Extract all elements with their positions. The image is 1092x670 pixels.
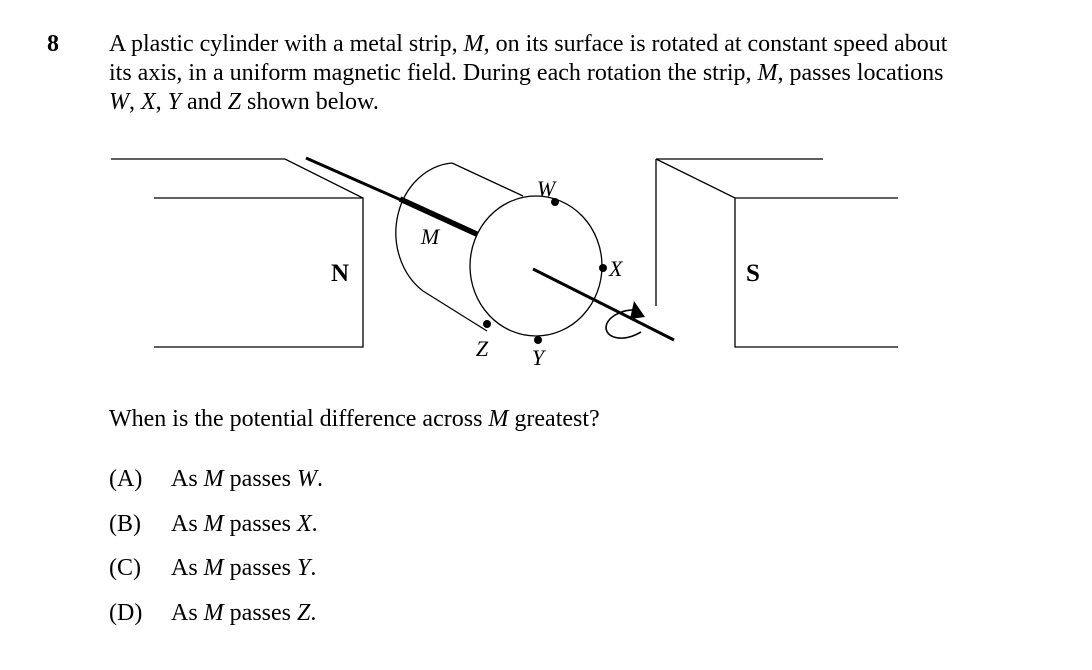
stem-line-1: A plastic cylinder with a metal strip, M…	[109, 31, 948, 57]
option-letter: (C)	[109, 555, 141, 581]
metal-strip-m	[398, 196, 483, 239]
rotation-arrow-head	[630, 301, 645, 319]
rotation-arrow	[605, 309, 642, 339]
location-z-dot	[483, 320, 491, 328]
north-pole-label: N	[331, 260, 349, 287]
option-letter: (A)	[109, 466, 143, 492]
location-w-dot	[551, 198, 559, 206]
north-magnet	[111, 158, 364, 348]
option-text: As M passes Y.	[171, 555, 317, 581]
location-y-label: Y	[532, 345, 547, 370]
cylinder-back-edge	[395, 162, 453, 292]
south-magnet	[655, 158, 898, 348]
stem-line-2: its axis, in a uniform magnetic field. D…	[109, 60, 944, 86]
option-letter: (B)	[109, 511, 141, 537]
axle-front	[532, 267, 675, 342]
option-letter: (D)	[109, 600, 143, 626]
location-y-dot	[534, 336, 542, 344]
location-z-label: Z	[476, 336, 489, 361]
option-text: As M passes X.	[171, 511, 318, 537]
question-prompt: When is the potential difference across …	[109, 406, 600, 432]
option-text: As M passes Z.	[171, 600, 317, 626]
cylinder-front-face	[469, 195, 603, 337]
location-x-dot	[599, 264, 607, 272]
option-text: As M passes W.	[171, 466, 323, 492]
stem-line-3: W, X, Y and Z shown below.	[109, 89, 379, 115]
location-x-label: X	[608, 256, 624, 281]
cylinder-bottom-edge	[422, 290, 488, 332]
axle-rear	[305, 156, 402, 202]
question-stem: A plastic cylinder with a metal strip, M…	[109, 30, 1009, 117]
strip-label: M	[420, 224, 441, 249]
south-pole-label: S	[746, 260, 760, 287]
question-number: 8	[47, 31, 59, 57]
cylinder-top-edge	[451, 162, 524, 197]
location-w-label: W	[537, 176, 557, 201]
